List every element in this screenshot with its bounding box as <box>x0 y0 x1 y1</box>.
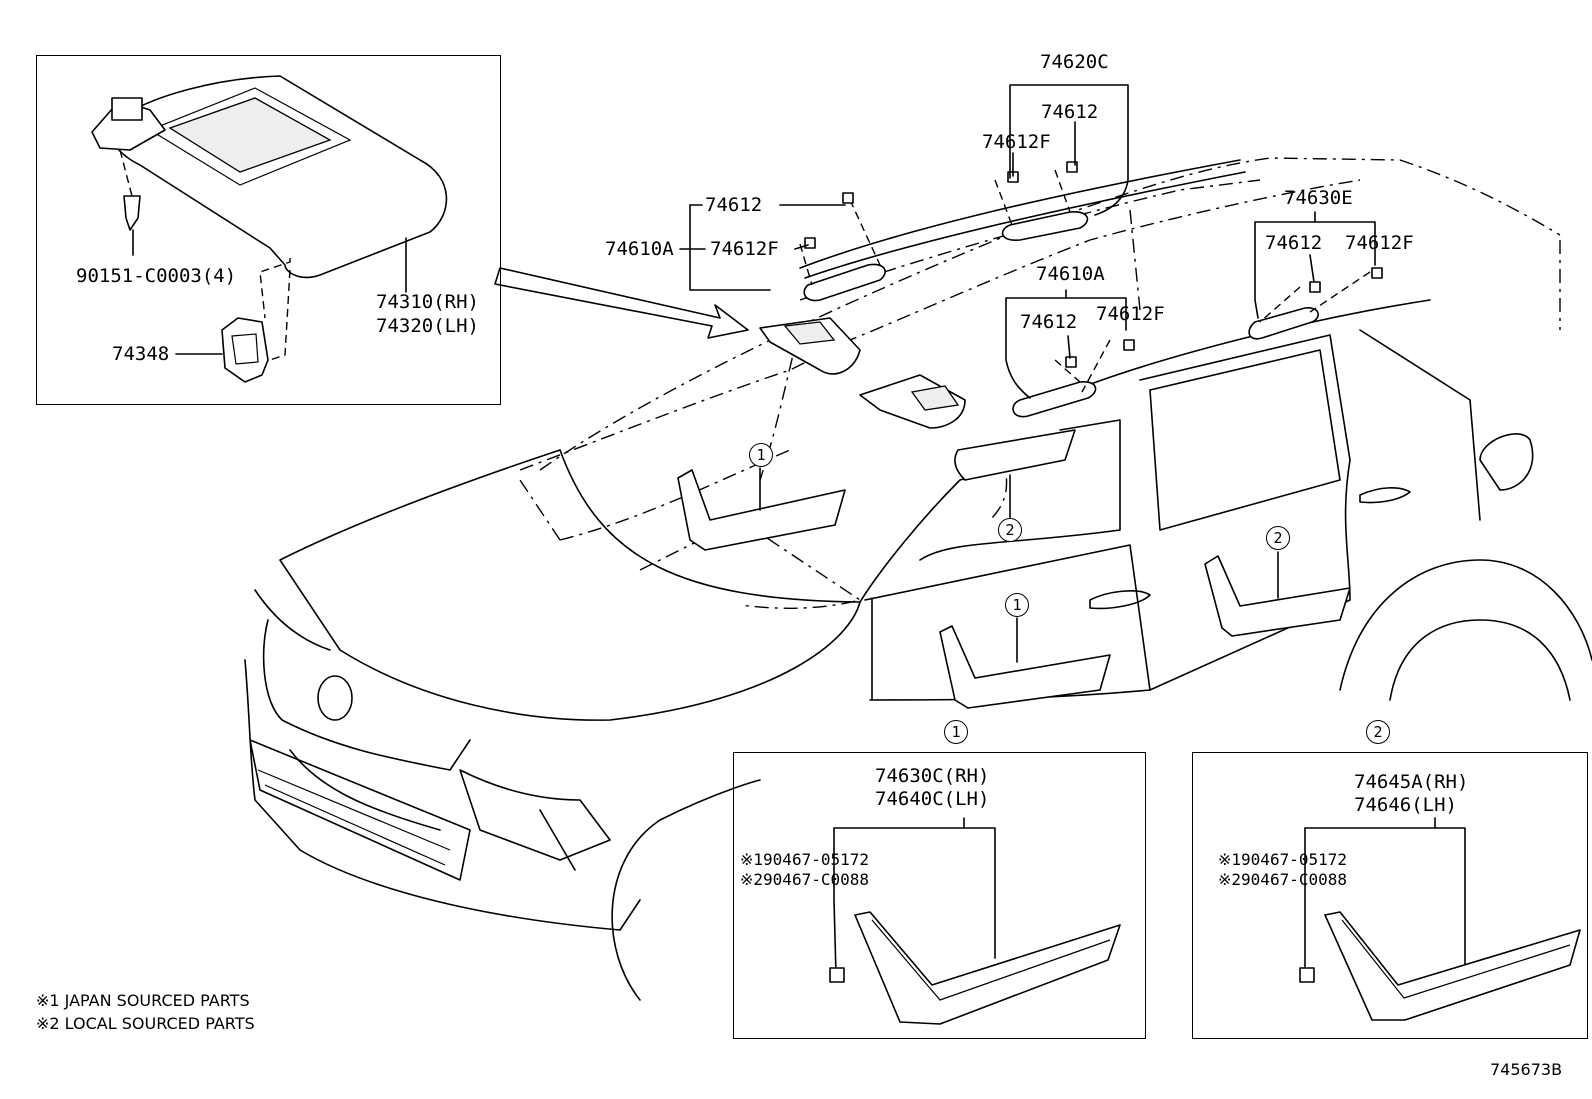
rear-grip-clip-number: 74612 <box>1265 232 1323 254</box>
detail-2-marker: 2 <box>1366 720 1390 744</box>
rear-grip-clip-f-number: 74612F <box>1345 232 1414 254</box>
marker-2-rear-door: 2 <box>1266 526 1290 550</box>
visor-parts-drawing <box>759 317 966 429</box>
center-grip-clip-f-number: 74612F <box>1096 303 1165 325</box>
screw-part-number: 90151-C0003(4) <box>76 265 237 287</box>
visor-inset-box <box>36 55 501 405</box>
note-local-sourced: ※2 LOCAL SOURCED PARTS <box>36 1014 255 1033</box>
detail-2-box <box>1192 752 1588 1039</box>
inset-visor-drawing <box>91 75 448 383</box>
leader-lines <box>679 84 1376 399</box>
detail-2-clip-local: ※290467-C0088 <box>1218 870 1347 889</box>
detail-2-part-rh: 74645A(RH) <box>1354 771 1469 793</box>
detail-2-clip-japan: ※190467-05172 <box>1218 850 1347 869</box>
front-grip-group-number: 74610A <box>605 238 674 260</box>
rear-grip-assy-number: 74630E <box>1284 187 1353 209</box>
front-grip-clip-f-number: 74612F <box>710 238 779 260</box>
marker-1-front-door: 1 <box>1005 593 1029 617</box>
mid-grip-assy-number: 74620C <box>1040 51 1109 73</box>
mid-grip-clip-f-number: 74612F <box>982 131 1051 153</box>
visor-rh-part-number: 74310(RH) <box>376 291 479 313</box>
detail-1-part-rh: 74630C(RH) <box>875 765 990 787</box>
detail-1-part-lh: 74640C(LH) <box>875 788 990 810</box>
marker-2-front-door-upper: 2 <box>998 518 1022 542</box>
visor-lh-part-number: 74320(LH) <box>376 315 479 337</box>
mid-grip-clip-number: 74612 <box>1041 101 1099 123</box>
detail-1-clip-japan: ※190467-05172 <box>740 850 869 869</box>
detail-2-drawing <box>1299 817 1581 1021</box>
door-trim-panels <box>677 429 1351 709</box>
assist-grip-parts <box>799 161 1383 418</box>
detail-2-part-lh: 74646(LH) <box>1354 794 1457 816</box>
center-grip-clip-number: 74612 <box>1020 311 1078 333</box>
diagram-id: 745673B <box>1490 1060 1563 1079</box>
holder-part-number: 74348 <box>112 343 170 365</box>
front-grip-clip-number: 74612 <box>705 194 763 216</box>
note-japan-sourced: ※1 JAPAN SOURCED PARTS <box>36 991 250 1010</box>
detail-1-drawing <box>829 817 1121 1025</box>
detail-1-box <box>733 752 1146 1039</box>
detail-1-marker: 1 <box>944 720 968 744</box>
detail-1-clip-local: ※290467-C0088 <box>740 870 869 889</box>
center-grip-group-number: 74610A <box>1036 263 1105 285</box>
vehicle-body-drawing <box>244 157 1592 1001</box>
marker-1-front-windshield: 1 <box>749 443 773 467</box>
